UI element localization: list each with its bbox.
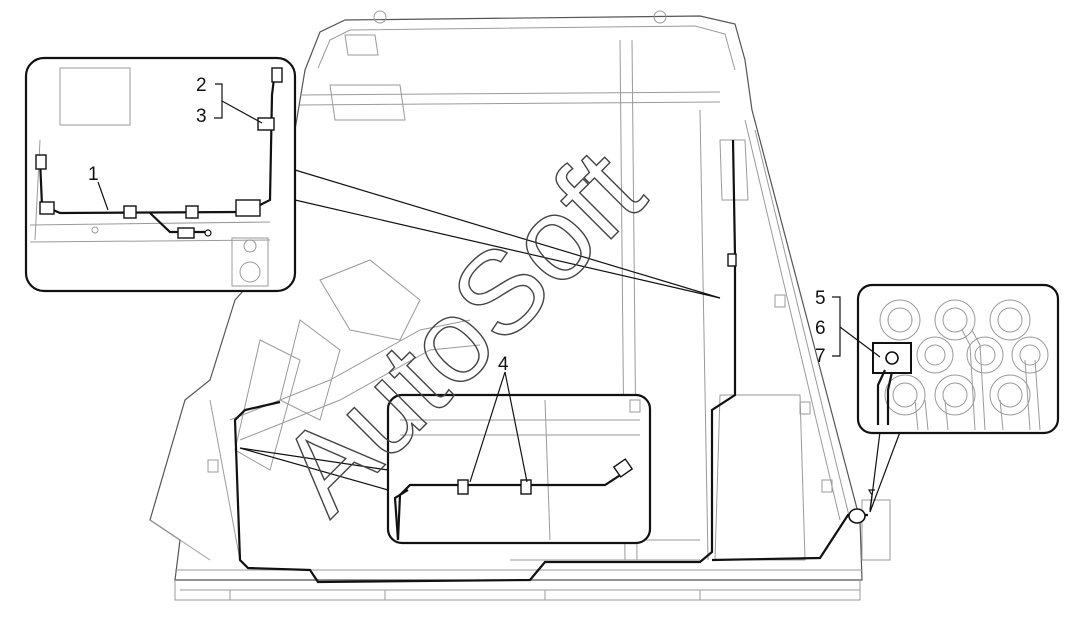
inset-right-pointers [869, 431, 901, 513]
inset-bottom-pointers [239, 447, 389, 491]
inset-panel-left [24, 56, 297, 293]
callout-2: 2 [196, 75, 207, 96]
callout-leaders [97, 83, 881, 483]
cab-body [149, 10, 891, 601]
callout-5: 5 [815, 288, 826, 309]
inset-panel-bottom [386, 393, 652, 545]
callout-6: 6 [815, 318, 826, 339]
callout-3: 3 [196, 106, 207, 127]
inset-panel-right [856, 283, 1060, 435]
inset-left-pointers [294, 169, 721, 299]
callout-4: 4 [498, 354, 509, 375]
callout-labels: 1 2 3 4 5 6 7 [88, 75, 826, 375]
callout-1: 1 [88, 164, 99, 185]
main-harness [233, 139, 875, 584]
callout-7: 7 [815, 346, 826, 367]
